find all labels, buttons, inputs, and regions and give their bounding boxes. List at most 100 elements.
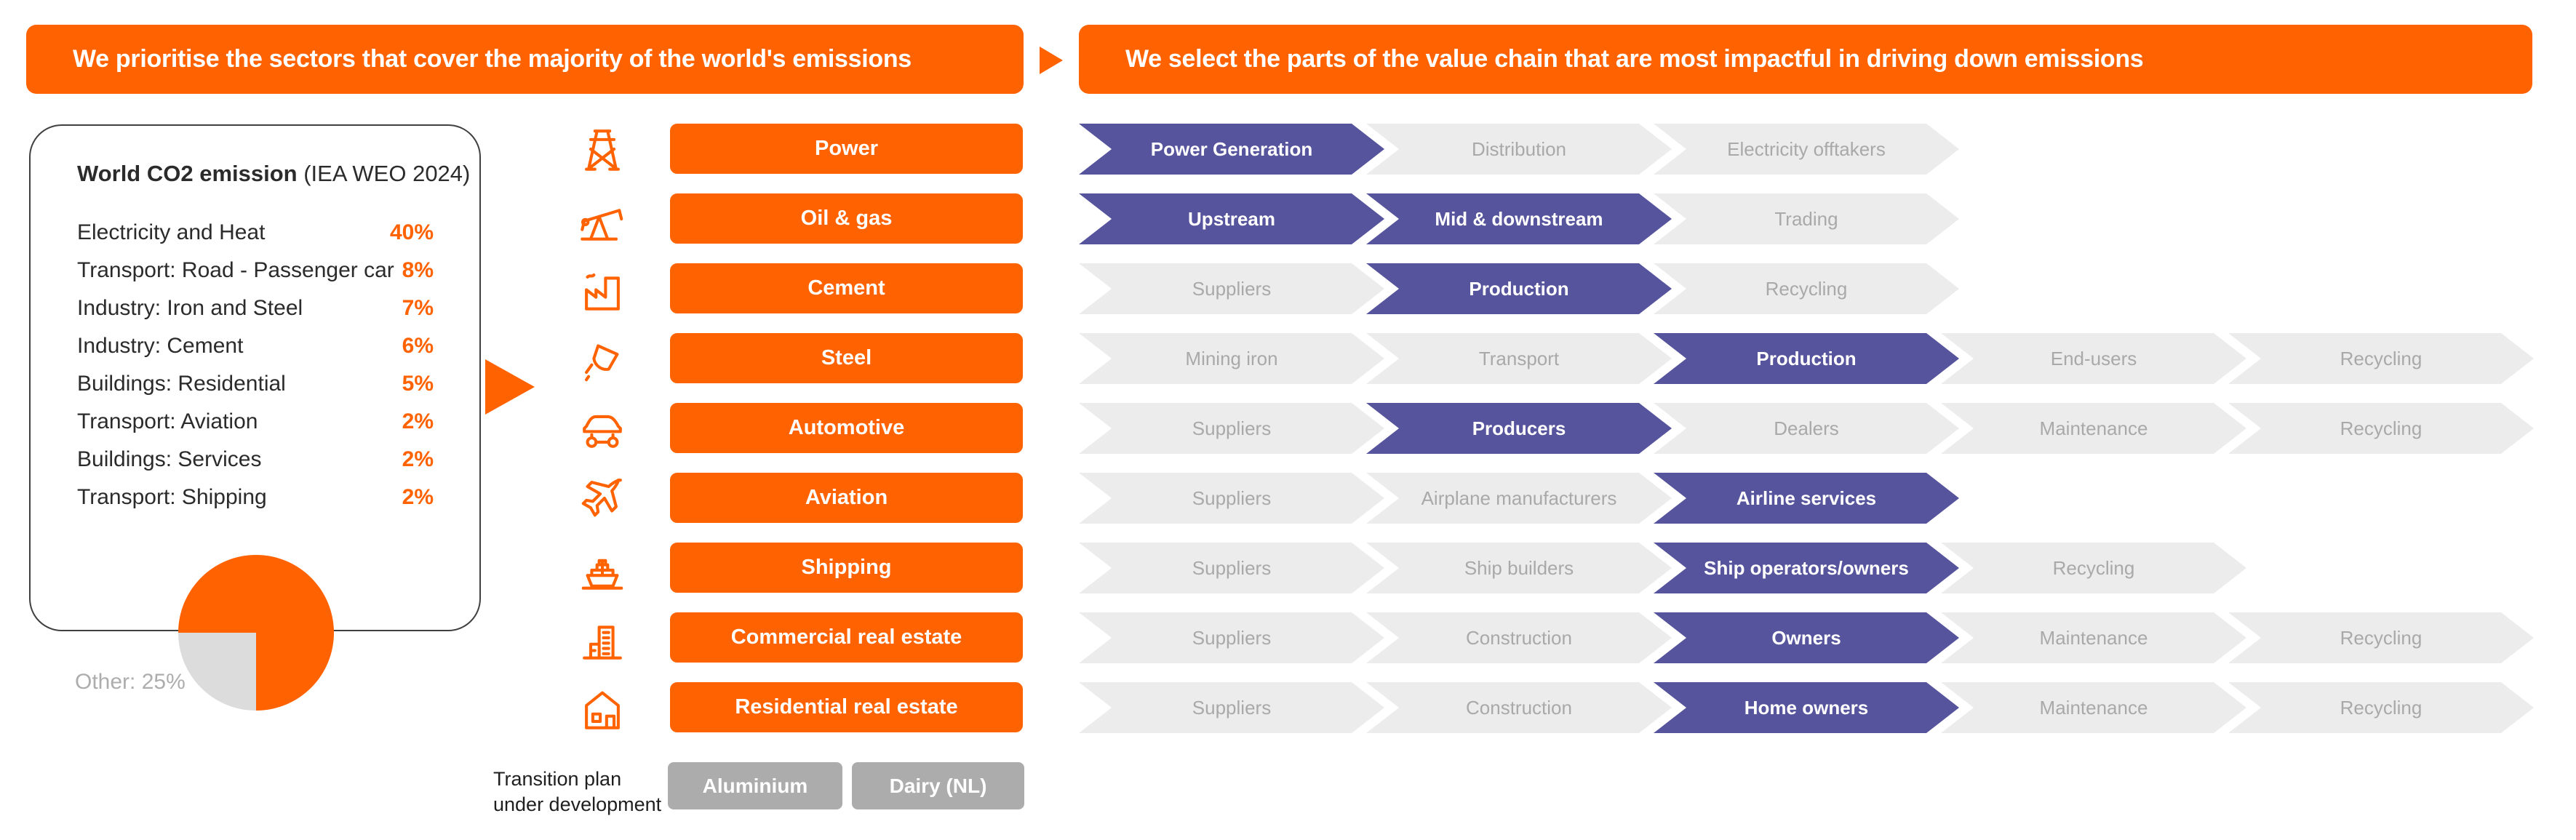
value-chain-row-automotive: Suppliers Producers Dealers Maintenance … xyxy=(1079,403,2534,454)
chevron-segment: Dealers xyxy=(1654,403,1959,454)
co2-row-label: Electricity and Heat xyxy=(77,220,266,244)
house-icon xyxy=(577,682,628,733)
right-banner-text: We select the parts of the value chain t… xyxy=(1125,45,2144,73)
chevron-segment: Suppliers xyxy=(1079,612,1384,663)
chevron-segment: Electricity offtakers xyxy=(1654,124,1959,175)
co2-row-value: 6% xyxy=(402,334,434,358)
co2-row-value: 7% xyxy=(402,296,434,320)
chevron-label: Recycling xyxy=(1765,277,1848,300)
chevron-label: Producers xyxy=(1472,417,1566,439)
chevron-label: Mining iron xyxy=(1185,347,1278,369)
chevron-segment: Upstream xyxy=(1079,193,1384,244)
chevron-segment: Recycling xyxy=(2228,333,2534,384)
chevron-label: Owners xyxy=(1771,626,1841,649)
chevron-segment: Construction xyxy=(1366,612,1672,663)
chevron-segment: Trading xyxy=(1654,193,1959,244)
value-chain-row-cement: Suppliers Production Recycling xyxy=(1079,263,1959,314)
chevron-segment: Suppliers xyxy=(1079,473,1384,524)
sector-button-commercial-real-estate: Commercial real estate xyxy=(670,612,1023,663)
chevron-segment: Ship operators/owners xyxy=(1654,543,1959,593)
co2-row-label: Transport: Shipping xyxy=(77,485,267,509)
sector-button-automotive: Automotive xyxy=(670,403,1023,453)
chevron-segment: Mid & downstream xyxy=(1366,193,1672,244)
sector-button-label: Residential real estate xyxy=(735,695,958,719)
co2-row-label: Transport: Aviation xyxy=(77,409,258,433)
chevron-label: Construction xyxy=(1466,696,1572,719)
chevron-label: Suppliers xyxy=(1192,487,1272,509)
chevron-label: Recycling xyxy=(2340,347,2423,369)
chevron-segment: Mining iron xyxy=(1079,333,1384,384)
chevron-segment: Owners xyxy=(1654,612,1959,663)
chevron-label: Recycling xyxy=(2340,626,2423,649)
chevron-segment: End-users xyxy=(1941,333,2246,384)
chevron-label: End-users xyxy=(2050,347,2137,369)
chevron-label: Trading xyxy=(1774,207,1838,230)
chevron-segment: Distribution xyxy=(1366,124,1672,175)
co2-row-value: 2% xyxy=(402,409,434,433)
chevron-label: Production xyxy=(1756,347,1857,369)
transition-plan-note: Transition plan under development xyxy=(493,767,661,817)
chevron-segment: Airplane manufacturers xyxy=(1366,473,1672,524)
sector-button-oil-gas: Oil & gas xyxy=(670,193,1023,244)
value-chain-row-commercial-real-estate: Suppliers Construction Owners Maintenanc… xyxy=(1079,612,2534,663)
sector-button-label: Steel xyxy=(821,346,872,369)
sector-button-cement: Cement xyxy=(670,263,1023,313)
sector-button-steel: Steel xyxy=(670,333,1023,383)
ship-icon xyxy=(577,543,628,593)
co2-row-label: Industry: Iron and Steel xyxy=(77,296,303,320)
co2-row-label: Transport: Road - Passenger car xyxy=(77,258,394,282)
co2-row-label: Buildings: Services xyxy=(77,447,262,471)
chevron-label: Production xyxy=(1469,277,1569,300)
chevron-label: Maintenance xyxy=(2039,417,2148,439)
ladle-icon xyxy=(577,333,628,384)
co2-row: Industry: Iron and Steel 7% xyxy=(77,294,434,323)
chevron-segment: Recycling xyxy=(2228,682,2534,733)
chevron-segment: Production xyxy=(1366,263,1672,314)
sector-button-power: Power xyxy=(670,124,1023,174)
value-chain-row-power: Power Generation Distribution Electricit… xyxy=(1079,124,1959,175)
co2-row-label: Buildings: Residential xyxy=(77,372,286,396)
oil-pump-icon xyxy=(577,193,628,244)
chevron-segment: Maintenance xyxy=(1941,682,2246,733)
co2-row: Electricity and Heat 40% xyxy=(77,218,434,247)
chevron-segment: Maintenance xyxy=(1941,403,2246,454)
co2-row: Transport: Shipping 2% xyxy=(77,483,434,512)
chevron-segment: Recycling xyxy=(2228,403,2534,454)
co2-row: Transport: Aviation 2% xyxy=(77,407,434,436)
sector-button-residential-real-estate: Residential real estate xyxy=(670,682,1023,732)
chevron-segment: Recycling xyxy=(1941,543,2246,593)
car-icon xyxy=(577,403,628,454)
chevron-label: Maintenance xyxy=(2039,626,2148,649)
right-banner: We select the parts of the value chain t… xyxy=(1079,25,2532,94)
chevron-segment: Home owners xyxy=(1654,682,1959,733)
chevron-label: Suppliers xyxy=(1192,626,1272,649)
chevron-label: Recycling xyxy=(2052,556,2135,579)
chevron-segment: Suppliers xyxy=(1079,263,1384,314)
airplane-icon xyxy=(577,473,628,524)
pie-other-label: Other: 25% xyxy=(75,670,186,694)
chevron-segment: Ship builders xyxy=(1366,543,1672,593)
chevron-label: Suppliers xyxy=(1192,417,1272,439)
value-chain-row-shipping: Suppliers Ship builders Ship operators/o… xyxy=(1079,543,2246,593)
chevron-label: Suppliers xyxy=(1192,556,1272,579)
chevron-label: Transport xyxy=(1478,347,1560,369)
chevron-label: Power Generation xyxy=(1150,137,1313,160)
factory-icon xyxy=(577,263,628,314)
chevron-segment: Transport xyxy=(1366,333,1672,384)
sector-button-label: Power xyxy=(814,137,879,160)
chevron-segment: Suppliers xyxy=(1079,403,1384,454)
co2-row-value: 40% xyxy=(389,220,434,244)
chevron-label: Ship builders xyxy=(1464,556,1574,579)
value-chain-row-steel: Mining iron Transport Production End-use… xyxy=(1079,333,2534,384)
co2-pie-chart xyxy=(178,555,334,711)
chevron-segment: Construction xyxy=(1366,682,1672,733)
chevron-label: Maintenance xyxy=(2039,696,2148,719)
chevron-label: Ship operators/owners xyxy=(1704,556,1909,579)
co2-row: Industry: Cement 6% xyxy=(77,332,434,361)
left-banner-text: We prioritise the sectors that cover the… xyxy=(73,45,912,73)
chevron-segment: Producers xyxy=(1366,403,1672,454)
chevron-segment: Maintenance xyxy=(1941,612,2246,663)
value-chain-row-aviation: Suppliers Airplane manufacturers Airline… xyxy=(1079,473,1959,524)
transition-plan-note-line2: under development xyxy=(493,793,662,815)
